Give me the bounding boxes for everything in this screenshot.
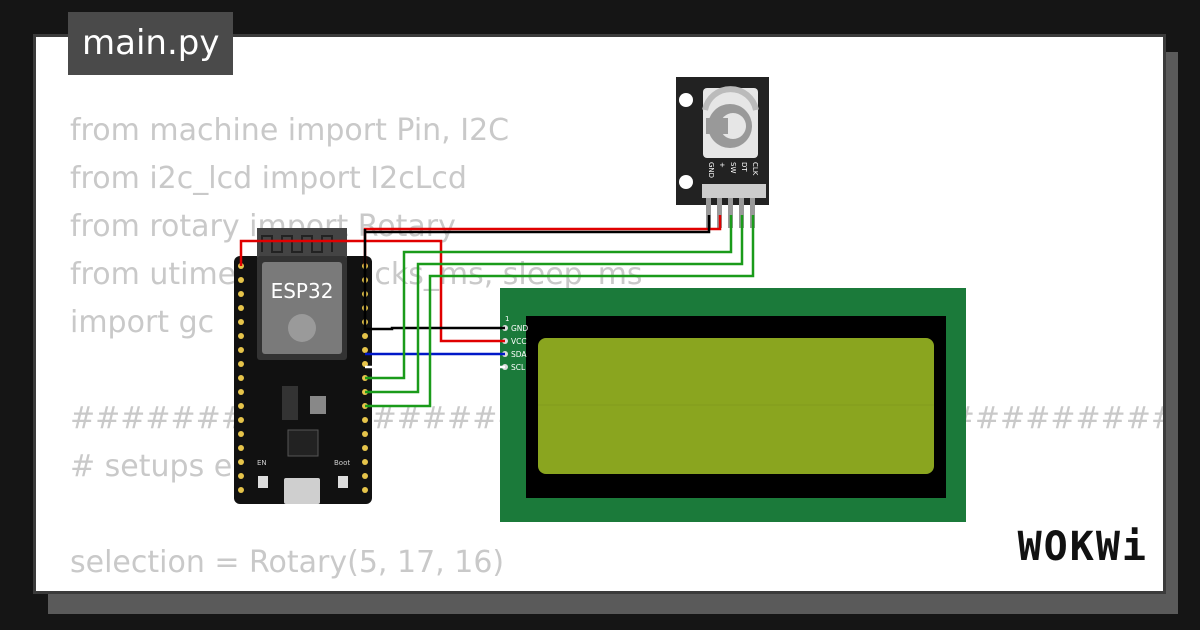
lcd-display[interactable]: 1 GND VCC SDA SCL [500, 288, 966, 522]
en-label: EN [257, 459, 267, 467]
code-line: from machine import Pin, I2C [70, 113, 510, 148]
esp32-label: ESP32 [271, 279, 334, 303]
lcd-pin-sda: SDA [511, 350, 527, 359]
esp32-shield [262, 262, 342, 354]
file-tab[interactable]: main.py [68, 12, 234, 75]
espressif-logo-icon [288, 314, 316, 342]
code-line: import gc [70, 305, 215, 340]
wires [239, 215, 755, 408]
code-line: # setups e [70, 449, 233, 484]
wokwi-logo: WOKWi [1017, 524, 1148, 570]
encoder-pin-sw: SW [729, 162, 737, 173]
lcd-pin-gnd: GND [511, 324, 528, 333]
wire-vcc-lcd [239, 239, 505, 343]
boot-button [338, 476, 348, 488]
encoder-pin-dt: DT [740, 162, 748, 172]
code-line: selection = Rotary(5, 17, 16) [70, 545, 505, 580]
esp32-pins-left [238, 263, 244, 493]
lcd-screen [538, 338, 934, 474]
wire-gnd-encoder [365, 215, 711, 234]
wire-gnd-lcd [363, 270, 505, 331]
lcd-pin1-label: 1 [505, 315, 509, 323]
boot-label: Boot [334, 459, 350, 467]
wire-dt [365, 215, 744, 394]
en-button [258, 476, 268, 488]
encoder-pin-clk: CLK [751, 162, 759, 176]
encoder-pin-plus: + [718, 162, 726, 168]
wire-sw [365, 215, 733, 380]
usb-port [284, 478, 320, 504]
lcd-pin-vcc: VCC [511, 337, 527, 346]
wire-clk [365, 215, 755, 408]
esp32-board[interactable]: ESP32 EN Boot [234, 228, 372, 504]
lcd-pin-scl: SCL [511, 363, 526, 372]
encoder-header [702, 184, 766, 198]
code-line: from i2c_lcd import I2cLcd [70, 161, 467, 196]
rotary-encoder[interactable]: CLK DT SW + GND [676, 77, 769, 228]
encoder-pin-gnd: GND [707, 162, 715, 178]
